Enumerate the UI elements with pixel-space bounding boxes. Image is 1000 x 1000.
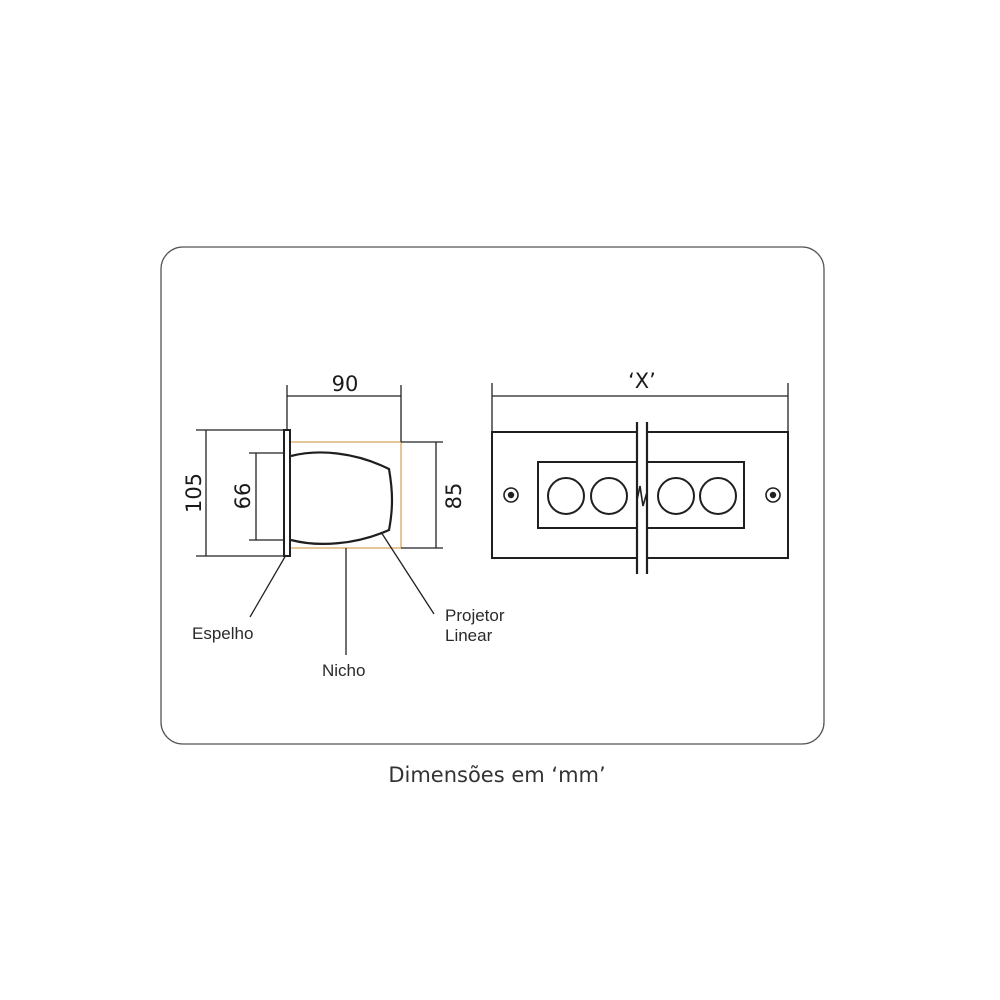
lens-circle	[657, 477, 695, 515]
label-nicho: Nicho	[322, 661, 365, 680]
leader-projector	[380, 531, 435, 615]
dimension-inner-height: 66	[231, 452, 285, 541]
front-view: ‘X’	[491, 369, 789, 574]
dimension-length: ‘X’	[491, 369, 789, 432]
mirror-plate	[283, 429, 291, 557]
lens-circle	[699, 477, 737, 515]
projector-body	[290, 451, 394, 545]
dim-label-105: 105	[182, 473, 206, 513]
label-linear: Linear	[445, 626, 493, 645]
lens-circle	[590, 477, 628, 515]
drawing-frame	[160, 246, 825, 745]
label-projetor: Projetor	[445, 606, 505, 625]
dim-label-66: 66	[231, 483, 255, 510]
dim-label-90: 90	[332, 372, 359, 396]
caption-dimensions: Dimensões em ‘mm’	[388, 763, 605, 787]
label-espelho: Espelho	[192, 624, 253, 643]
screw-icon	[765, 487, 781, 503]
dimension-outer-height: 105	[182, 429, 284, 557]
dimension-niche-height: 85	[401, 441, 466, 549]
side-view: 90 105 66 85 Espelho Nicho	[182, 372, 505, 680]
dim-label-85: 85	[442, 483, 466, 510]
leader-mirror	[249, 554, 287, 618]
break-zigzag	[636, 485, 648, 507]
lens-circle	[547, 477, 585, 515]
dim-label-x: ‘X’	[628, 369, 656, 393]
screw-icon	[503, 487, 519, 503]
dimension-width: 90	[286, 372, 402, 442]
